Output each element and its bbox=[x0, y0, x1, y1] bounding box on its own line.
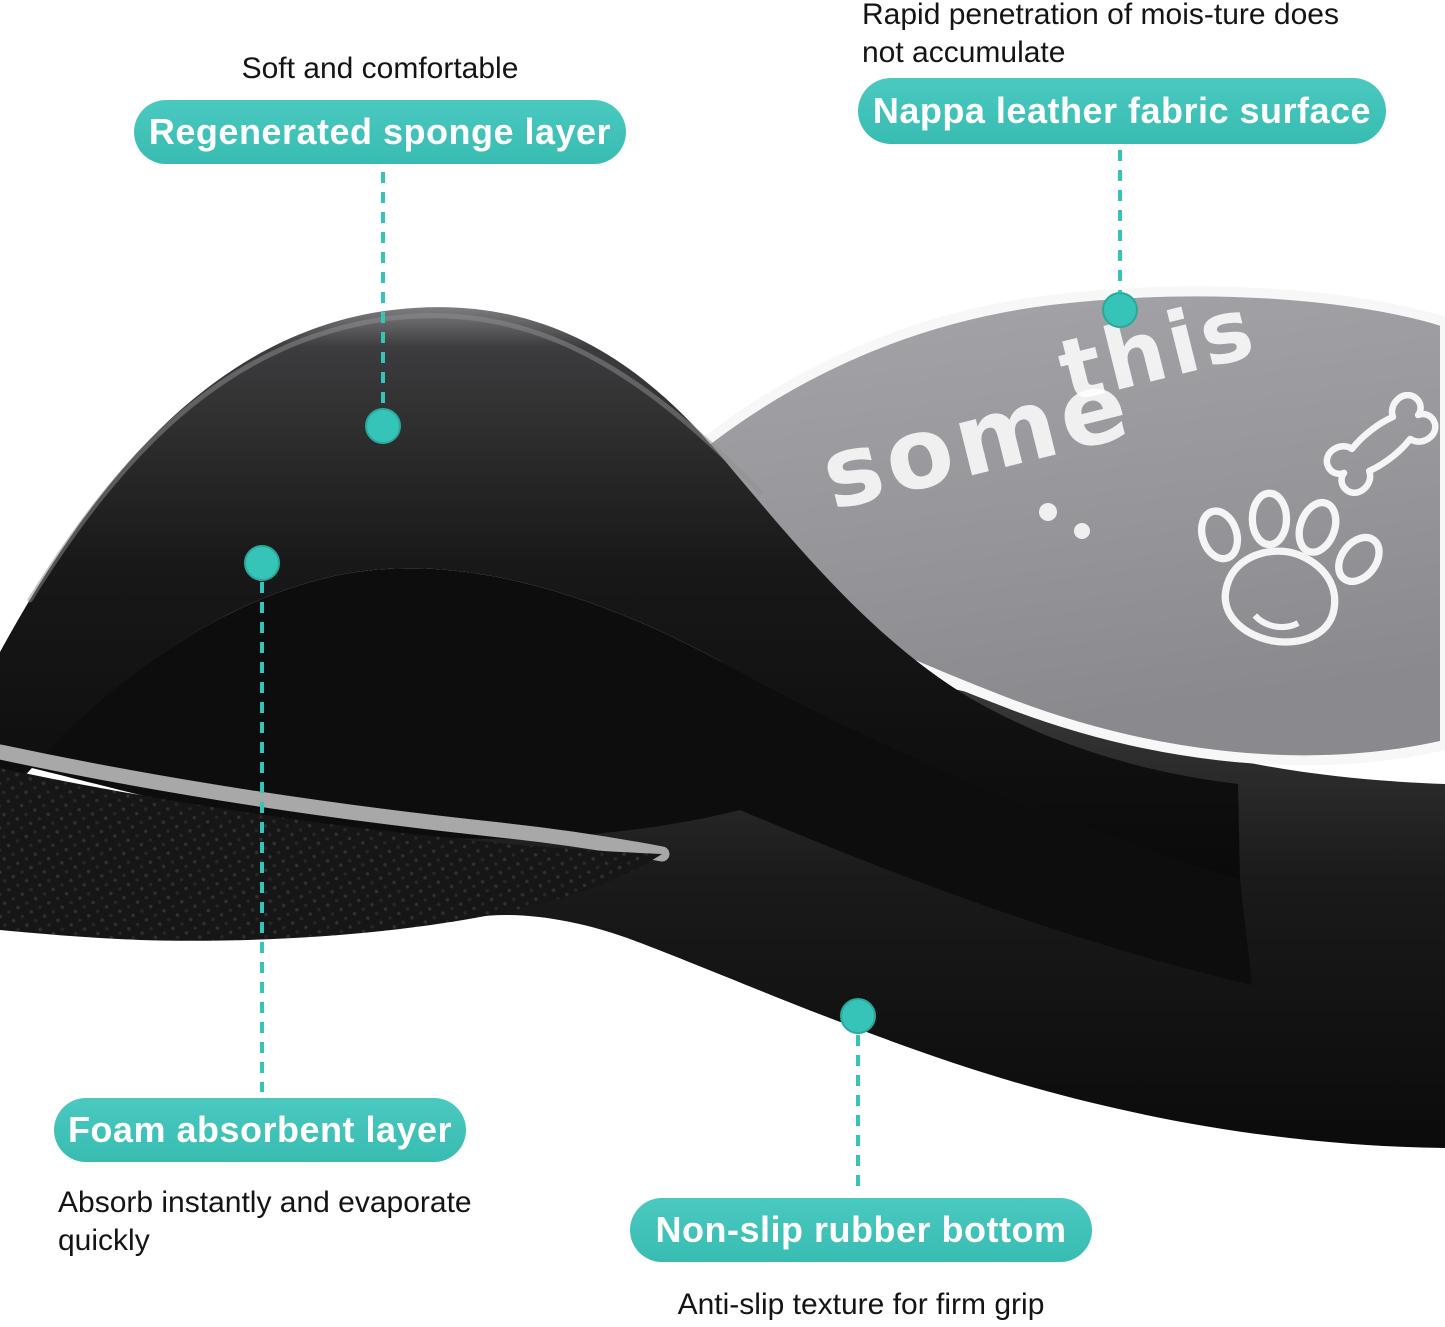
sponge-note-text: Soft and comfortable bbox=[241, 52, 519, 85]
sponge-layer-label: Regenerated sponge layer bbox=[134, 100, 626, 164]
print-dot bbox=[1039, 503, 1057, 521]
rubber-note: Anti-slip texture for firm grip bbox=[630, 1286, 1092, 1324]
callout-dot-nappa bbox=[1102, 292, 1138, 328]
sponge-layer-label-text: Regenerated sponge layer bbox=[148, 111, 612, 152]
mat-sponge-highlight bbox=[27, 313, 763, 603]
rubber-bottom-label-text: Non-slip rubber bottom bbox=[655, 1209, 1067, 1250]
nappa-note-line2: not accumulate bbox=[862, 36, 1066, 70]
nappa-note: Rapid penetration of mois-ture does not … bbox=[862, 0, 1422, 73]
rubber-note-text: Anti-slip texture for firm grip bbox=[677, 1288, 1045, 1321]
paw-icon bbox=[1197, 489, 1383, 646]
sponge-note: Soft and comfortable bbox=[134, 50, 626, 88]
print-dot bbox=[1074, 523, 1090, 539]
bone-icon bbox=[1323, 391, 1439, 496]
callout-dot-foam bbox=[244, 545, 280, 581]
foam-note: Absorb instantly and evaporate quickly bbox=[58, 1184, 578, 1261]
nappa-note-line1: Rapid penetration of mois-ture does bbox=[862, 0, 1339, 31]
foam-note-line2: quickly bbox=[58, 1224, 150, 1258]
nappa-surface-label: Nappa leather fabric surface bbox=[858, 78, 1386, 144]
mat-foam-layer bbox=[0, 568, 1252, 985]
mat-rubber-bottom bbox=[0, 768, 662, 941]
nappa-surface-label-text: Nappa leather fabric surface bbox=[872, 90, 1372, 131]
rubber-bottom-label: Non-slip rubber bottom bbox=[630, 1198, 1092, 1262]
mat-sponge-wave bbox=[0, 307, 1240, 880]
foam-layer-label-text: Foam absorbent layer bbox=[67, 1109, 453, 1150]
foam-layer-label: Foam absorbent layer bbox=[54, 1098, 466, 1162]
callout-dot-rubber bbox=[840, 998, 876, 1034]
callout-dot-sponge bbox=[365, 408, 401, 444]
mat-edge-trim bbox=[0, 744, 670, 862]
foam-note-line1: Absorb instantly and evaporate bbox=[58, 1186, 472, 1219]
